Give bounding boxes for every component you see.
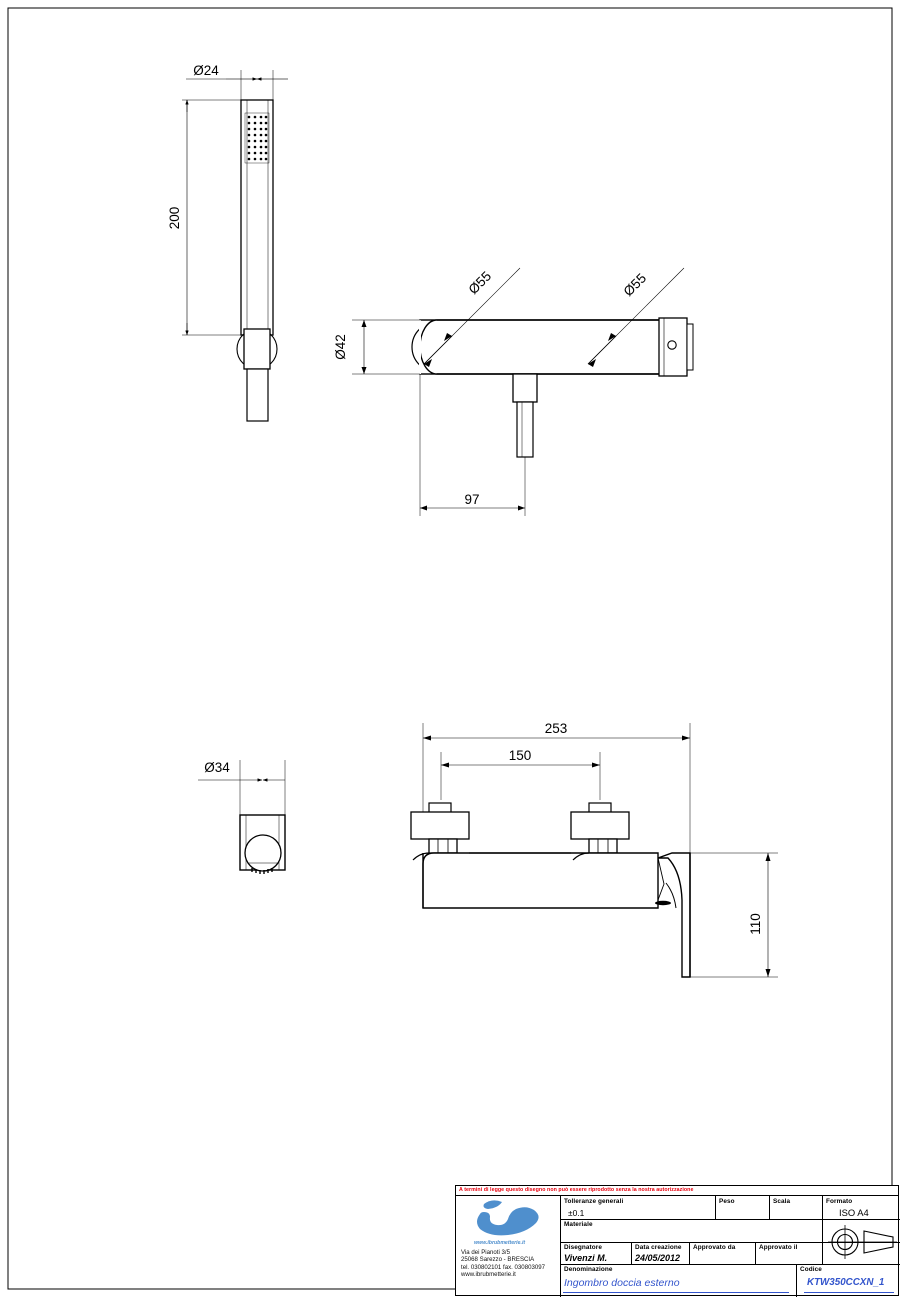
dim-body-diameter: Ø42: [333, 334, 348, 360]
company-logo: [477, 1200, 539, 1236]
value-format: ISO A4: [839, 1207, 869, 1218]
label-material: Materiale: [564, 1221, 593, 1228]
label-scale: Scala: [773, 1198, 791, 1205]
copyright-notice: A termini di legge questo disegno non pu…: [459, 1187, 694, 1193]
mixer-front-view: [410, 723, 778, 978]
dim-overall-height: 110: [748, 913, 763, 935]
spray-face-dots: [244, 112, 270, 164]
value-code: KTW350CCXN_1: [807, 1277, 885, 1288]
label-weight: Peso: [719, 1198, 735, 1205]
value-tolerances: ±0.1: [568, 1208, 585, 1218]
label-drafter: Disegnatore: [564, 1244, 603, 1251]
bracket-side-view: [198, 760, 286, 874]
company-address-line-1: Via dei Pianoti 3/5: [461, 1249, 511, 1256]
dim-flange-diameter-left: Ø55: [465, 268, 494, 297]
dim-flange-diameter-right: Ø55: [620, 270, 649, 299]
dim-overall-width: 253: [545, 721, 568, 736]
dim-handset-length: 200: [167, 207, 182, 230]
label-code: Codice: [800, 1266, 822, 1273]
dim-handset-diameter: Ø24: [193, 63, 219, 78]
label-creation-date: Data creazione: [635, 1244, 682, 1251]
label-format: Formato: [826, 1198, 853, 1205]
company-address-line-3: tel. 030802101 fax. 030803097: [461, 1263, 546, 1271]
title-block: A termini di legge questo disegno non pu…: [455, 1185, 900, 1297]
company-address-line-4: www.ibrubmetterie.it: [461, 1271, 516, 1279]
label-approved-on: Approvato il: [759, 1244, 798, 1251]
value-creation-date: 24/05/2012: [635, 1253, 681, 1263]
mixer-top-view: [352, 267, 694, 516]
label-tolerances: Tolleranze generali: [564, 1198, 624, 1205]
label-approved-by: Approvato da: [693, 1244, 736, 1251]
company-address-line-2: 25068 Sarezzo - BRESCIA: [461, 1256, 535, 1264]
value-denomination: Ingombro doccia esterno: [564, 1277, 680, 1289]
handset-side-view: [182, 70, 288, 422]
dim-projection-depth: 97: [464, 492, 479, 507]
logo-website: www.ibrubmetterie.it: [474, 1240, 526, 1246]
first-angle-projection-symbol: [828, 1225, 897, 1259]
dim-center-distance: 150: [509, 748, 532, 763]
label-denomination: Denominazione: [564, 1266, 613, 1273]
dim-bracket-diameter: Ø34: [204, 760, 230, 775]
value-drafter: Vivenzi M.: [564, 1253, 608, 1263]
